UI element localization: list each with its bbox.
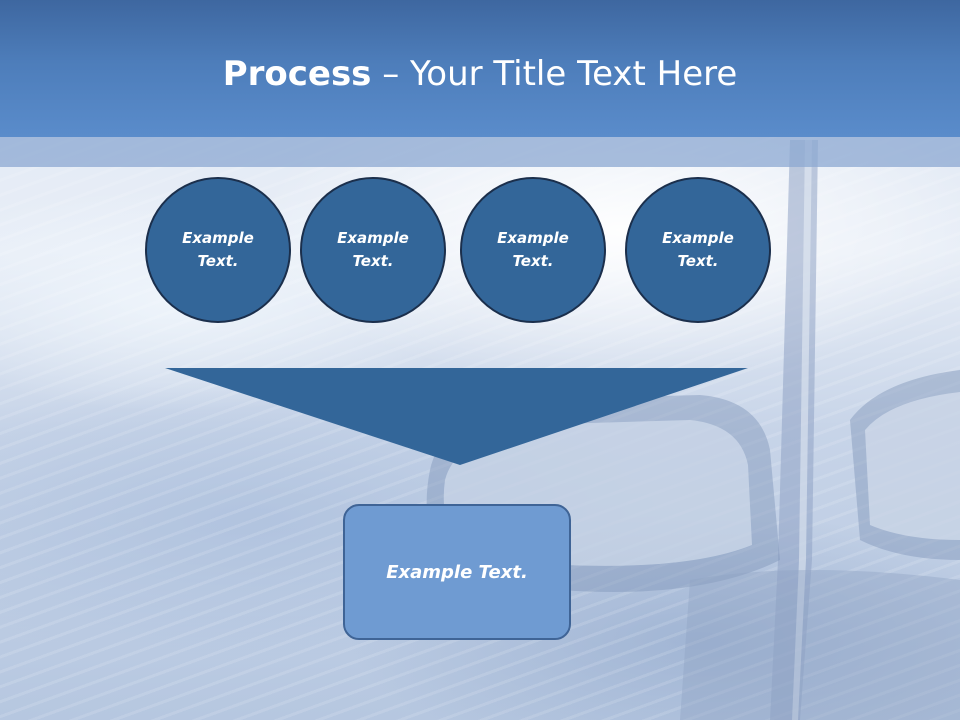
process-circle-4: Example Text. — [625, 177, 771, 323]
circle-text: Example Text. — [182, 227, 254, 273]
slide-title: Process – Your Title Text Here — [0, 52, 960, 96]
title-bold: Process — [222, 54, 372, 94]
circle-text-line2: Text. — [512, 252, 554, 270]
circle-text-line1: Example — [497, 229, 569, 247]
circle-text: Example Text. — [337, 227, 409, 273]
process-circle-3: Example Text. — [460, 177, 606, 323]
process-circle-1: Example Text. — [145, 177, 291, 323]
title-rest: – Your Title Text Here — [371, 54, 738, 94]
header-bar — [0, 0, 960, 137]
circle-text-line2: Text. — [352, 252, 394, 270]
header-band — [0, 137, 960, 167]
process-circle-2: Example Text. — [300, 177, 446, 323]
circle-text-line1: Example — [182, 229, 254, 247]
circle-text-line1: Example — [662, 229, 734, 247]
circle-text: Example Text. — [662, 227, 734, 273]
circle-text: Example Text. — [497, 227, 569, 273]
circle-text-line2: Text. — [677, 252, 719, 270]
result-box: Example Text. — [343, 504, 571, 640]
circle-text-line1: Example — [337, 229, 409, 247]
circle-text-line2: Text. — [197, 252, 239, 270]
result-box-label: Example Text. — [386, 561, 528, 583]
